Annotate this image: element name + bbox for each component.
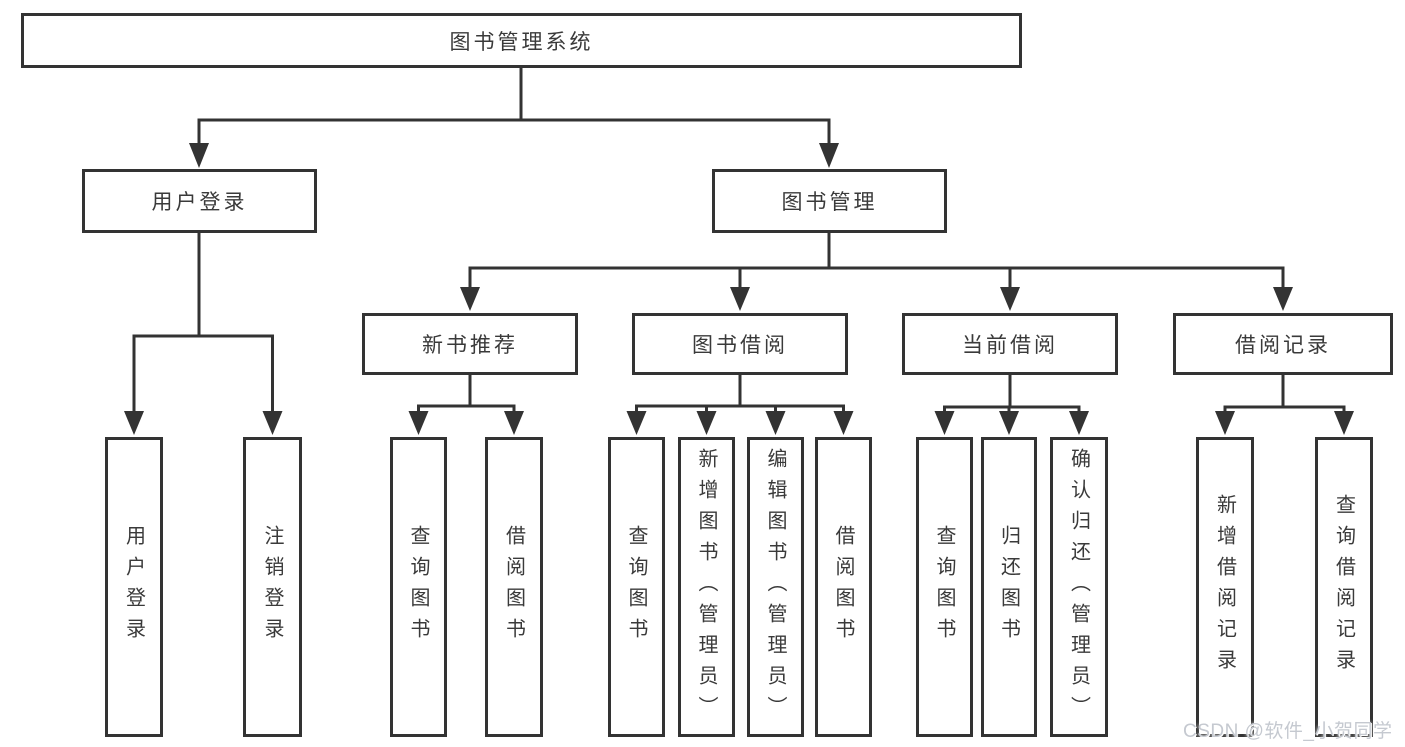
leaf-query-books-recommend: 查询图书 [390,437,447,737]
node-user-login: 用户登录 [82,169,317,233]
leaf-edit-book-admin: 编辑图书（管理员） [747,437,804,737]
node-new-book-recommend: 新书推荐 [362,313,578,375]
arrowhead [1069,411,1089,435]
node-current-borrow: 当前借阅 [902,313,1118,375]
connector-root-to-level2 [197,66,831,144]
arrowhead [1000,287,1020,311]
arrowhead [934,411,955,435]
connector-current-borrow-group [943,374,1081,412]
leaf-query-books-current: 查询图书 [916,437,973,737]
arrowhead [1215,411,1235,435]
leaf-borrow-books: 借阅图书 [815,437,872,737]
leaf-add-borrow-record: 新增借阅记录 [1196,437,1254,737]
connector-user-login-group [132,231,274,412]
arrowhead [504,411,524,435]
leaf-confirm-return-admin: 确认归还（管理员） [1050,437,1108,737]
arrowhead [408,411,429,435]
leaf-add-book-admin: 新增图书（管理员） [678,437,735,737]
arrowhead [626,411,647,435]
node-library-management-system: 图书管理系统 [21,13,1022,68]
leaf-borrow-books-recommend: 借阅图书 [485,437,543,737]
arrowhead [819,143,839,168]
leaf-logout: 注销登录 [243,437,302,737]
node-borrow-records: 借阅记录 [1173,313,1393,375]
arrowhead [730,287,750,311]
node-book-borrow: 图书借阅 [632,313,848,375]
leaf-query-books-borrow: 查询图书 [608,437,665,737]
leaf-query-borrow-record: 查询借阅记录 [1315,437,1373,737]
arrowhead [262,411,283,435]
node-book-management: 图书管理 [712,169,947,233]
arrowhead [460,287,480,311]
arrowhead [189,143,209,168]
connector-book-borrow-group [635,374,845,412]
leaf-user-login: 用户登录 [105,437,163,737]
arrowhead [1334,411,1354,435]
arrowhead [765,411,786,435]
arrowhead [1273,287,1293,311]
arrowhead [696,411,717,435]
connector-book-management-group [468,231,1285,290]
connector-new-book-group [417,374,516,412]
csdn-watermark: CSDN @软件_小贺同学 [1183,721,1393,742]
arrowhead [124,411,144,435]
leaf-return-book: 归还图书 [981,437,1037,737]
arrowhead [999,411,1019,435]
connector-borrow-records-group [1223,374,1346,412]
arrowhead [833,411,854,435]
